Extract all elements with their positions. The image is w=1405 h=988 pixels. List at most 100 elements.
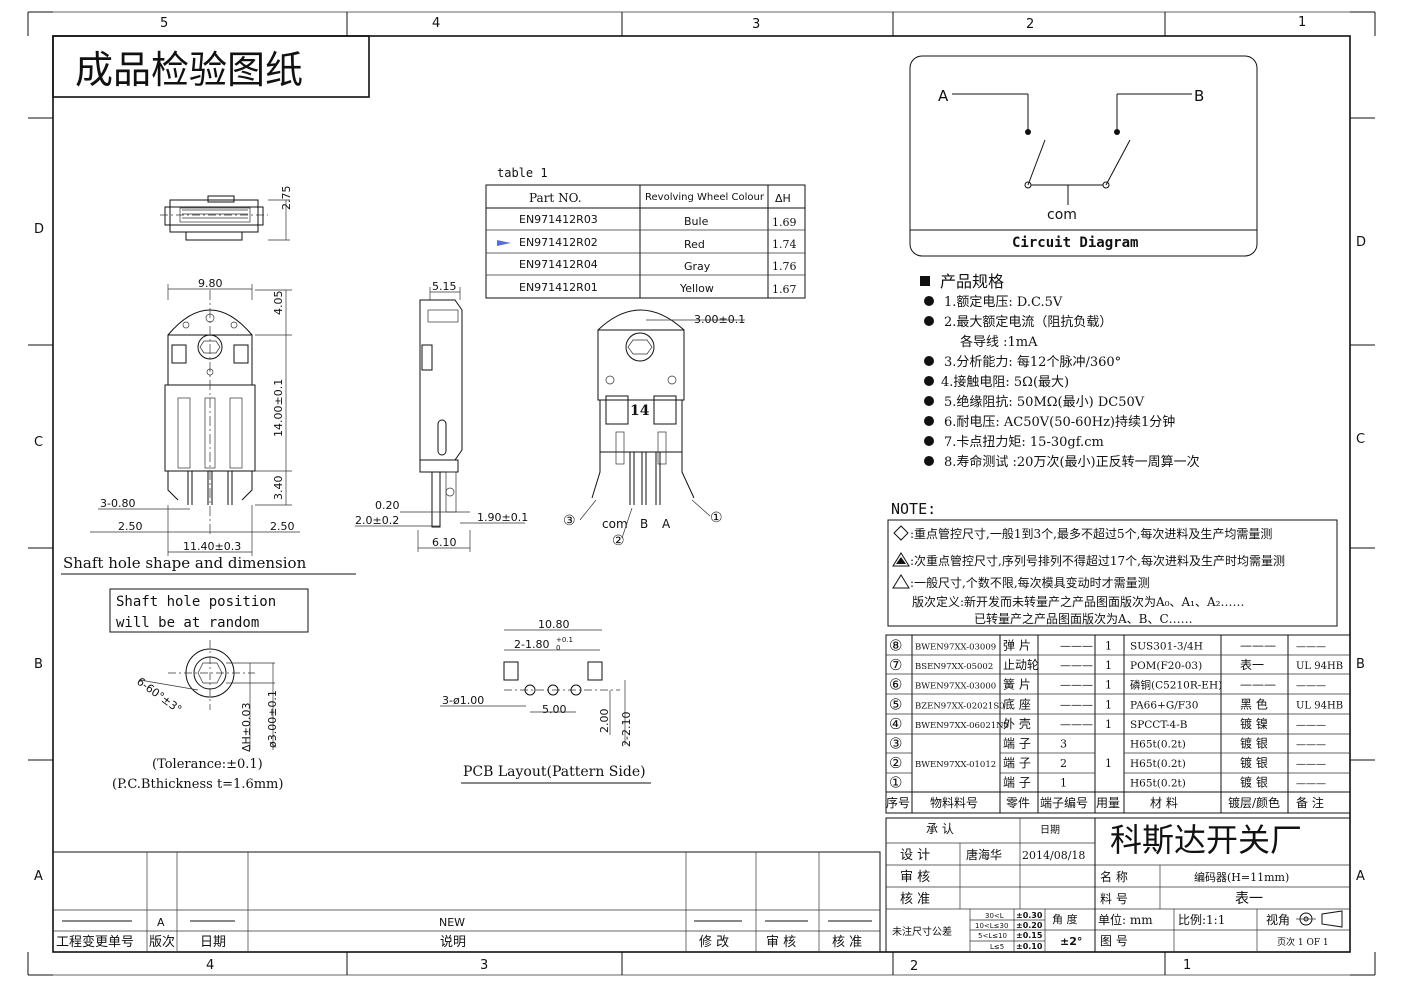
bom-cell-mat: PA66+G/F30 (1130, 699, 1198, 711)
table1-part-2: EN971412R04 (519, 258, 598, 271)
bom-cell-code: BWEN97XX-03000 (915, 682, 996, 692)
bom-cell-mat: H65t(0.2t) (1130, 758, 1186, 770)
circuit-title: Circuit Diagram (1012, 235, 1138, 251)
spec-5: 5.绝缘阻抗: 50MΩ(最小) DC50V (944, 394, 1145, 410)
dim-shaft-d300: ø3.00±0.1 (266, 690, 279, 748)
bom-cell-term: ——— (1060, 679, 1093, 692)
dim-405: 4.05 (272, 291, 285, 316)
bom-cell-term: ——— (1060, 698, 1093, 711)
dim-iso-300: 3.00±0.1 (694, 313, 745, 326)
bom-cell-name: 弹 片 (1003, 639, 1031, 653)
dim-pcb-500: 5.00 (542, 703, 567, 716)
bom-cell-no: ② (889, 754, 902, 772)
callout-1: ① (710, 510, 723, 526)
tb-design-date: 2014/08/18 (1022, 849, 1085, 862)
bom-cell-name: 端 子 (1003, 756, 1031, 770)
tb-tol-r0: 30<L (985, 912, 1004, 920)
note-line-2: :次重点管控尺寸,序列号排列不得超过17个,每次进料及生产时均需量测 (910, 553, 1285, 568)
table1-dh-0: 1.69 (772, 216, 797, 229)
bom-cell-qty: 1 (1105, 640, 1112, 653)
zone-right-b: B (1356, 657, 1365, 672)
title-block: 承 认 日期 科斯达开关厂 设 计 唐海华 2014/08/18 审 核 核 准… (885, 817, 1351, 953)
rev-h-review: 审 核 (766, 935, 796, 950)
tb-name-header: 名 称 (1100, 869, 1128, 884)
zone-top-1: 1 (1298, 15, 1306, 30)
bom-cell-finish: 镀 银 (1240, 756, 1268, 770)
zone-left-d: D (34, 222, 44, 237)
side-view-drawing: 5.15 0.20 2.0±0.2 1.90±0.1 6.10 (355, 280, 528, 552)
bom-cell-remark: ——— (1296, 759, 1326, 770)
dim-pcb-200: 2.00 (598, 709, 611, 734)
bom-h-remark: 备 注 (1296, 795, 1324, 810)
table1-header-part: Part NO. (529, 191, 582, 205)
tb-tol-v1: ±0.20 (1016, 921, 1043, 930)
table1-dh-2: 1.76 (772, 260, 797, 273)
spec-1: 1.额定电压: D.C.5V (944, 295, 1063, 310)
dim-515: 5.15 (432, 280, 457, 293)
dim-020: 0.20 (375, 499, 400, 512)
circuit-diagram: A B com Circuit Diagram (909, 55, 1258, 257)
zone-left-a: A (34, 869, 43, 884)
bom-cell-code: BWEN97XX-03009 (915, 643, 996, 653)
bom-cell-term: ——— (1060, 718, 1093, 731)
bom-cell-finish: ——— (1240, 678, 1276, 692)
table1-colour-3: Yellow (679, 282, 714, 295)
bom-cell-no: ③ (889, 735, 902, 753)
table1-part-1: EN971412R02 (519, 236, 598, 249)
table1-colour-0: Bule (684, 215, 709, 228)
circuit-label-b: B (1194, 87, 1204, 105)
bom-cell-remark: ——— (1296, 779, 1326, 790)
shaft-title: Shaft hole shape and dimension (63, 554, 307, 572)
dim-1400: 14.00±0.1 (272, 379, 285, 437)
tb-part-value: 表一 (1235, 891, 1263, 907)
bom-cell-qty: 1 (1105, 679, 1112, 692)
shaft-note-1: Shaft hole position (116, 594, 276, 610)
spec-7: 7.卡点扭力矩: 15-30gf.cm (944, 435, 1104, 450)
tb-design: 设 计 (900, 848, 930, 863)
tb-review: 审 核 (900, 870, 930, 885)
revision-block: A NEW 工程变更单号 版次 日期 说明 修 改 审 核 核 准 (52, 851, 881, 953)
dim-pcb-2210: 2-2.10 (620, 712, 633, 747)
table1-part-3: EN971412R01 (519, 281, 598, 294)
dim-250-left: 2.50 (118, 520, 143, 533)
tb-angle-value: ±2° (1060, 935, 1082, 948)
dim-pcb-tol-low: 0 (556, 644, 560, 652)
bom-cell-code: BWEN97XX-01012 (915, 760, 996, 770)
bom-cell-name: 端 子 (1003, 737, 1031, 751)
tb-name-value: 编码器(H=11mm) (1194, 870, 1289, 884)
bom-h-term: 端子编号 (1040, 795, 1088, 810)
bom-cell-finish: 镀 银 (1240, 776, 1268, 790)
table-1: table 1 Part NO. Revolving Wheel Colour … (485, 166, 806, 299)
bom-cell-no: ④ (889, 715, 902, 733)
callout-2: ② (612, 533, 625, 549)
dim-pcb-2180: 2-1.80 (514, 638, 549, 651)
spec-8: 8.寿命测试 :20万次(最小)正反转一周算一次 (944, 454, 1200, 470)
note-line-5: 已转量产之产品图面版次为A、B、C…… (974, 611, 1193, 626)
dim-3-080: 3-0.80 (100, 497, 135, 510)
tb-designer: 唐海华 (966, 847, 1002, 862)
dim-190: 1.90±0.1 (477, 511, 528, 524)
spec-4: 4.接触电阻: 5Ω(最大) (941, 374, 1069, 390)
tb-tol-r2: 5<L≤10 (978, 932, 1007, 940)
dim-980: 9.80 (198, 277, 223, 290)
dim-shaft-dh: ΔH±0.03 (240, 702, 253, 752)
bom-cell-term: 3 (1060, 738, 1067, 751)
bom-cell-finish: 镀 镍 (1240, 717, 1268, 731)
table1-dh-1: 1.74 (772, 238, 797, 251)
bom-cell-remark: ——— (1296, 642, 1326, 653)
bom-cell-code: BSEN97XX-05002 (915, 662, 993, 672)
zone-right-d: D (1356, 235, 1366, 250)
rev-value: A (157, 916, 165, 929)
note-heading: NOTE: (891, 500, 936, 518)
tb-tol-header: 未注尺寸公差 (892, 925, 952, 938)
isometric-view-drawing: 3.00±0.1 14 com B A ③ ② ① (563, 309, 745, 549)
bom-cell-term: 2 (1060, 757, 1067, 770)
bom-header-row: 序号 物料料号 零件 端子编号 用量 材 料 镀层/颜色 备 注 (886, 795, 1324, 810)
dim-top-275: 2.75 (280, 186, 293, 211)
zone-left-b: B (34, 657, 43, 672)
bom-cell-mat: 磷铜(C5210R-EH) (1130, 679, 1222, 692)
zone-top-4: 4 (432, 16, 440, 31)
tb-company: 科斯达开关厂 (1110, 821, 1302, 859)
tb-tol-r1: 10<L≤30 (975, 922, 1008, 930)
